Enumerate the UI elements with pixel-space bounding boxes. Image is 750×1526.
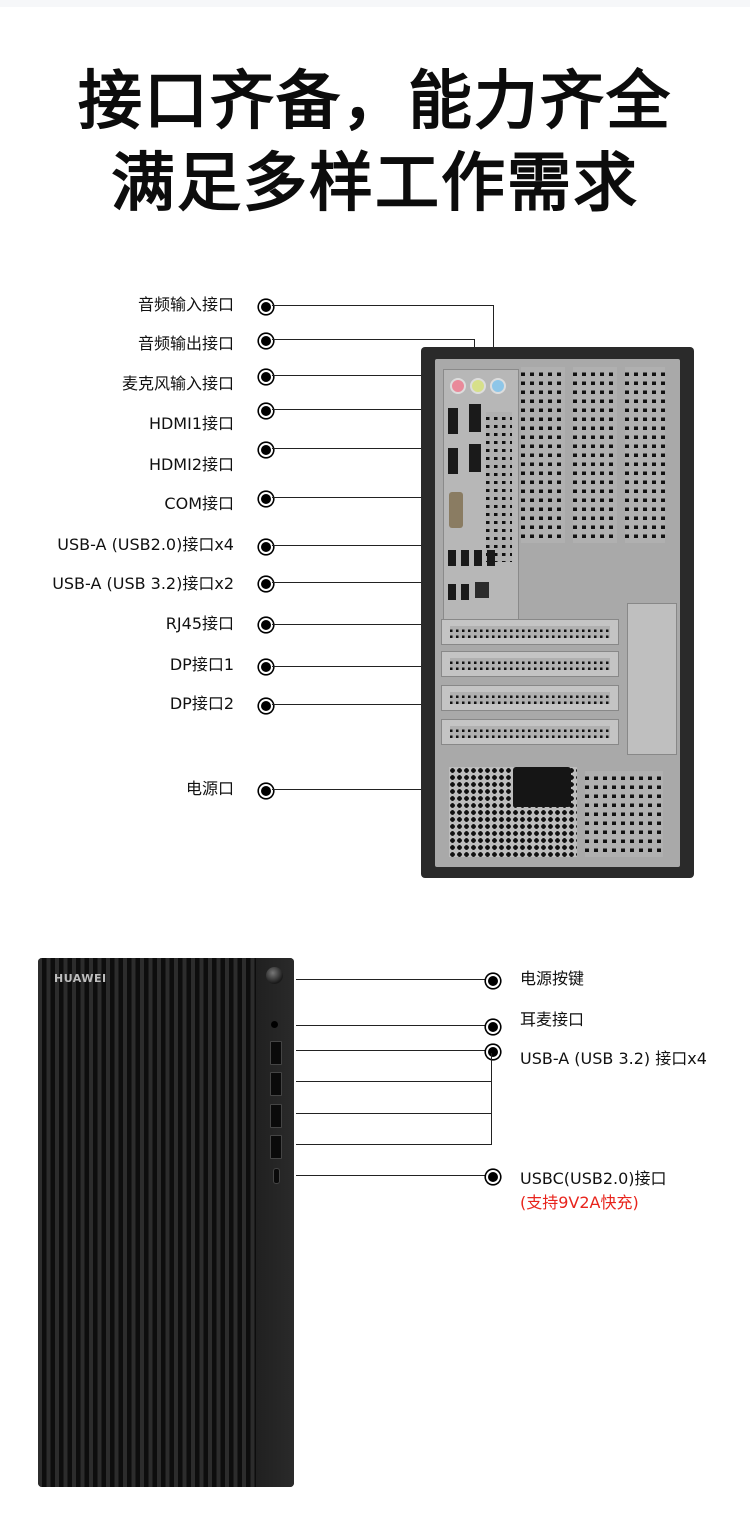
callout-line [296,1113,492,1115]
label-usb2: USB-A (USB2.0)接口x4 [57,535,234,554]
callout-line [296,1175,486,1177]
pcie-slot [441,719,619,745]
label-hdmi1: HDMI1接口 [148,414,234,433]
power-button-icon [266,967,283,984]
usb-a-port-icon [270,1135,282,1159]
headline-line-1: 接口齐备，能力齐全 [78,65,672,139]
pcie-slot [441,619,619,645]
audio-in-jack [490,378,506,394]
label-rj45: RJ45接口 [165,614,234,633]
label-usb32: USB-A (USB 3.2)接口x2 [52,574,234,593]
usb2-port [487,550,495,566]
label-front-usb-a: USB-A (USB 3.2) 接口x4 [520,1049,707,1068]
callout-line [272,409,444,411]
callout-dot [259,300,273,314]
callout-dot [259,618,273,632]
callout-line [272,339,475,341]
callout-dot [259,334,273,348]
callout-line [493,305,495,367]
callout-dot [486,1020,500,1034]
callout-line [272,497,444,499]
usb2-port [461,550,469,566]
callout-line [272,704,472,706]
callout-line [272,624,485,626]
usb-c-port-icon [273,1168,280,1184]
rj45-port [475,582,489,598]
callout-line [272,582,444,584]
slot-vent [625,367,665,543]
callout-line [272,448,444,450]
callout-line [296,1025,486,1027]
power-socket [513,767,571,807]
callout-dot [259,784,273,798]
label-audio-in: 音频输入接口 [137,295,234,314]
callout-dot [259,404,273,418]
callout-dot [259,370,273,384]
top-strip [0,0,750,7]
callout-dot [486,974,500,988]
label-com: COM接口 [164,494,234,513]
callout-dot [486,1045,500,1059]
dp1-port [469,404,481,432]
hdmi2-port [448,448,458,474]
audio-out-jack [470,378,486,394]
psu-vent [585,771,663,857]
callout-line [272,545,444,547]
usb32-port [448,584,456,600]
callout-dot [259,443,273,457]
usb-a-port-icon [270,1104,282,1128]
label-hdmi2: HDMI2接口 [148,455,234,474]
callout-dot [259,699,273,713]
pcie-slot [441,651,619,677]
dp2-port [469,444,481,472]
headline-line-2: 满足多样工作需求 [111,147,639,221]
callout-line [296,979,486,981]
label-audio-out: 音频输出接口 [137,334,234,353]
usb2-port [474,550,482,566]
label-headset-jack: 耳麦接口 [520,1010,585,1029]
callout-line [296,1081,492,1083]
io-shield [443,369,519,621]
callout-dot [259,660,273,674]
callout-line [272,789,448,791]
callout-line [272,375,444,377]
usb-a-port-icon [270,1072,282,1096]
front-ribs [38,958,256,1487]
vent-grid [486,412,512,562]
usb32-port [461,584,469,600]
rear-panel-image [421,347,694,878]
slot-vent [573,367,617,543]
headset-jack-icon [271,1021,278,1028]
hdmi1-port [448,408,458,434]
label-mic-in: 麦克风输入接口 [121,374,234,393]
label-power-button: 电源按键 [520,969,585,988]
slot-vent [521,367,565,543]
front-io-strip [256,958,294,1487]
usb2-port [448,550,456,566]
callout-dot [259,577,273,591]
callout-dot [259,492,273,506]
callout-dot [259,540,273,554]
audio-mic-jack [450,378,466,394]
front-panel-image: HUAWEI [38,958,294,1487]
callout-line [491,1053,493,1145]
callout-line [296,1050,486,1052]
com-port [449,492,463,528]
usb-a-port-icon [270,1041,282,1065]
brand-logo: HUAWEI [54,972,107,985]
callout-line [272,305,494,307]
label-power-socket: 电源口 [185,779,234,798]
fast-charge-note: (支持9V2A快充) [520,1193,639,1212]
callout-line [296,1144,492,1146]
pcie-slot [441,685,619,711]
callout-dot [486,1170,500,1184]
label-dp1: DP接口1 [169,655,234,674]
label-front-usb-c: USBC(USB2.0)接口 [520,1169,667,1188]
handle-bracket [627,603,677,755]
callout-line [272,666,504,668]
label-dp2: DP接口2 [169,694,234,713]
